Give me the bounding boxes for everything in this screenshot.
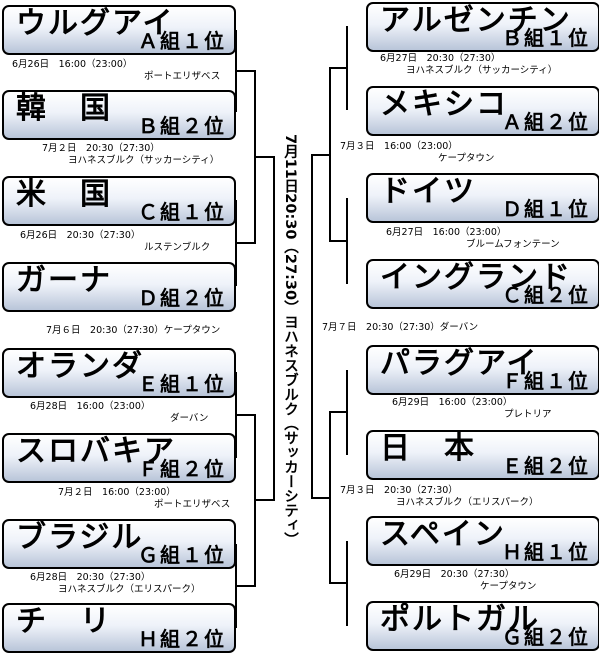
match-venue: ヨハネスブルク（サッカーシティ） — [406, 65, 558, 76]
match-info-left-r16-1: 6月26日 16:00（23:00） ポートエリザベス — [12, 59, 220, 83]
team-uruguay: ウルグアイ Ａ組１位 — [2, 5, 236, 55]
match-venue: ブルームフォンテーン — [466, 239, 560, 250]
match-info-right-r16-1: 6月27日 20:30（27:30） ヨハネスブルク（サッカーシティ） — [380, 53, 557, 77]
team-england: イングランド Ｃ組２位 — [366, 259, 599, 309]
team-group: Ｄ組２位 — [138, 286, 226, 310]
match-time: 6月27日 16:00（23:00） — [386, 227, 507, 238]
match-time: 7月３日 16:00（23:00） — [340, 141, 458, 152]
match-info-right-qf-1: 7月３日 16:00（23:00） ケープタウン — [340, 141, 494, 165]
right-sf-line — [311, 154, 330, 499]
team-name: ドイツ — [380, 174, 476, 209]
match-venue: ケープタウン — [480, 581, 537, 592]
team-name: 日 本 — [380, 431, 476, 466]
match-venue: ポートエリザベス — [154, 499, 231, 510]
match-time: 7月２日 20:30（27:30） — [42, 143, 160, 154]
match-info-right-r16-2: 6月27日 16:00（23:00） ブルームフォンテーン — [386, 227, 560, 251]
match-time: 6月26日 16:00（23:00） — [12, 59, 133, 70]
match-venue: ルステンブルク — [144, 242, 211, 253]
team-group: Ｂ組１位 — [502, 26, 590, 50]
team-germany: ドイツ Ｄ組１位 — [366, 173, 599, 223]
match-info-left-sf: 7月６日 20:30（27:30）ケープタウン — [46, 325, 221, 336]
match-venue: ヨハネスブルク（エリスパーク） — [396, 497, 539, 508]
match-info-left-r16-4: 6月28日 20:30（27:30） ヨハネスブルク（エリスパーク） — [30, 572, 201, 596]
match-info-left-qf-2: 7月２日 16:00（23:00） ポートエリザベス — [58, 487, 230, 511]
team-ghana: ガーナ Ｄ組２位 — [2, 262, 236, 312]
team-brazil: ブラジル Ｇ組１位 — [2, 519, 236, 569]
match-info-right-r16-4: 6月29日 20:30（27:30） ケープタウン — [394, 569, 536, 593]
team-group: Ｆ組２位 — [138, 457, 226, 481]
team-name: ウルグアイ — [16, 6, 175, 41]
team-korea: 韓 国 Ｂ組２位 — [2, 90, 236, 140]
team-group: Ｂ組２位 — [138, 114, 226, 138]
match-time: 6月29日 20:30（27:30） — [394, 569, 515, 580]
match-info-right-qf-2: 7月３日 20:30（27:30） ヨハネスブルク（エリスパーク） — [340, 485, 539, 509]
team-name: ブラジル — [16, 520, 144, 555]
team-portugal: ポルトガル Ｇ組２位 — [366, 601, 599, 651]
team-mexico: メキシコ Ａ組２位 — [366, 86, 599, 136]
team-name: 韓 国 — [16, 91, 112, 126]
team-group: Ａ組１位 — [138, 29, 226, 53]
team-chile: チ リ Ｈ組２位 — [2, 603, 236, 653]
team-group: Ｃ組２位 — [502, 283, 590, 307]
left-qf-line-1 — [236, 70, 256, 244]
team-name: メキシコ — [380, 87, 508, 122]
team-group: Ｇ組２位 — [502, 625, 590, 649]
team-name: チ リ — [16, 604, 112, 639]
team-group: Ｄ組１位 — [502, 197, 590, 221]
team-name: スペイン — [380, 517, 506, 552]
match-time: 6月28日 20:30（27:30） — [30, 572, 151, 583]
match-time: 6月26日 20:30（27:30） — [20, 230, 141, 241]
team-name: イングランド — [380, 260, 572, 295]
match-info-left-r16-2: 6月26日 20:30（27:30） ルステンブルク — [20, 230, 210, 254]
match-time: 7月２日 16:00（23:00） — [58, 487, 176, 498]
team-group: Ｅ組１位 — [138, 372, 226, 396]
team-name: スロバキア — [16, 434, 176, 469]
match-time: 6月27日 20:30（27:30） — [380, 53, 501, 64]
team-name: 米 国 — [16, 177, 112, 212]
left-sf-line — [255, 156, 275, 501]
match-time: 6月28日 16:00（23:00） — [30, 401, 151, 412]
match-time: 6月29日 16:00（23:00） — [392, 397, 513, 408]
team-argentina: アルゼンチン Ｂ組１位 — [366, 2, 599, 52]
team-japan: 日 本 Ｅ組２位 — [366, 430, 599, 480]
team-slovakia: スロバキア Ｆ組２位 — [2, 433, 236, 483]
team-group: Ｇ組１位 — [138, 543, 226, 567]
team-group: Ｈ組１位 — [502, 540, 590, 564]
left-qf-line-2 — [236, 414, 256, 587]
match-venue: ダーバン — [170, 413, 209, 424]
team-name: アルゼンチン — [380, 3, 572, 38]
match-venue: ケープタウン — [438, 153, 495, 164]
match-venue: ヨハネスブルク（エリスパーク） — [58, 584, 201, 595]
team-group: Ｅ組２位 — [502, 454, 590, 478]
match-venue: プレトリア — [504, 409, 552, 420]
team-name: パラグアイ — [380, 346, 539, 381]
team-name: ポルトガル — [380, 602, 540, 637]
match-time: 7月３日 20:30（27:30） — [340, 485, 458, 496]
match-info-left-r16-3: 6月28日 16:00（23:00） ダーバン — [30, 401, 208, 425]
team-netherlands: オランダ Ｅ組１位 — [2, 348, 236, 398]
team-group: Ｈ組２位 — [138, 627, 226, 651]
team-usa: 米 国 Ｃ組１位 — [2, 176, 236, 226]
match-venue: ヨハネスブルク（サッカーシティ） — [68, 155, 220, 166]
match-info-right-r16-3: 6月29日 16:00（23:00） プレトリア — [392, 397, 552, 421]
match-venue: ポートエリザベス — [144, 71, 221, 82]
team-group: Ｆ組１位 — [502, 369, 590, 393]
team-spain: スペイン Ｈ組１位 — [366, 516, 599, 566]
team-group: Ｃ組１位 — [138, 200, 226, 224]
team-paraguay: パラグアイ Ｆ組１位 — [366, 345, 599, 395]
match-info-left-qf-1: 7月２日 20:30（27:30） ヨハネスブルク（サッカーシティ） — [42, 143, 219, 167]
team-group: Ａ組２位 — [502, 110, 590, 134]
team-name: オランダ — [16, 349, 144, 384]
match-info-right-sf: 7月７日 20:30（27:30）ダーバン — [322, 322, 479, 333]
team-name: ガーナ — [16, 263, 112, 298]
final-match-info: 7月11日20:30（27:30）ヨハネスブルク（サッカーシティ） — [282, 134, 298, 547]
